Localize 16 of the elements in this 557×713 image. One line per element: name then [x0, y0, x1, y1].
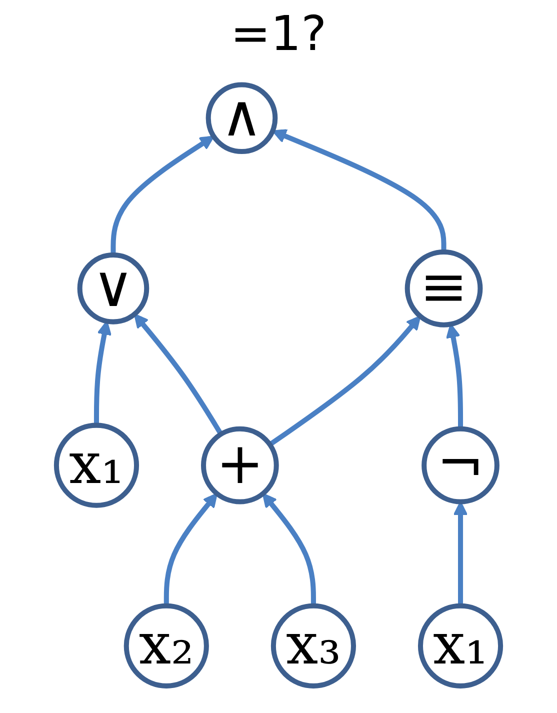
arrow: [110, 136, 214, 255]
result-label: =1?: [230, 6, 327, 62]
node-circle: ≡: [404, 249, 483, 328]
node-circle: x₃: [270, 603, 356, 688]
node-circle: x₂: [124, 603, 209, 688]
arrow: [94, 320, 112, 426]
node-circle: ¬: [422, 426, 500, 504]
arrow: [134, 313, 224, 436]
node-circle: +: [201, 426, 279, 504]
node-circle: ∧: [206, 82, 278, 154]
node-circle: ∨: [77, 252, 150, 324]
node-circle: x₁: [418, 603, 504, 688]
node-circle: x₁: [54, 422, 140, 508]
arrow: [272, 129, 446, 252]
arrow: [164, 492, 218, 606]
arrow: [262, 492, 316, 606]
